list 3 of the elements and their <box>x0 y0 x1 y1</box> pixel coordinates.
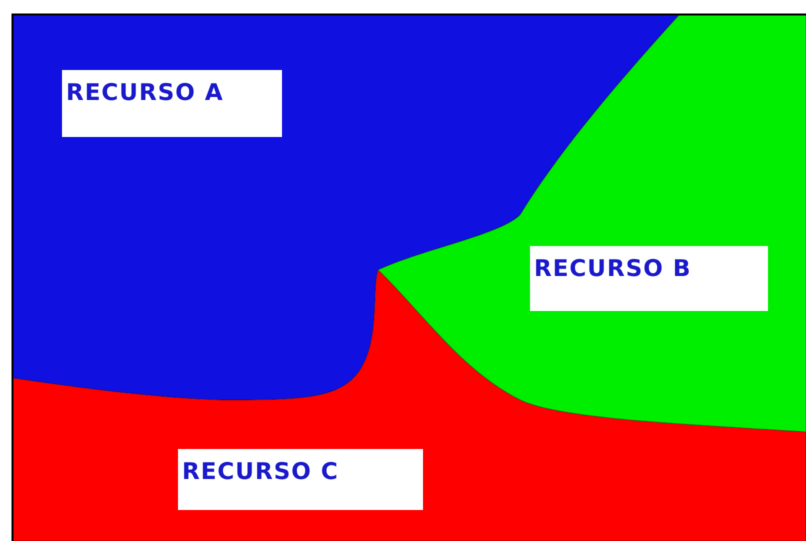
region-label: RECURSO A <box>62 70 282 137</box>
region-label: RECURSO C <box>178 449 423 510</box>
region-label: RECURSO B <box>530 246 768 311</box>
